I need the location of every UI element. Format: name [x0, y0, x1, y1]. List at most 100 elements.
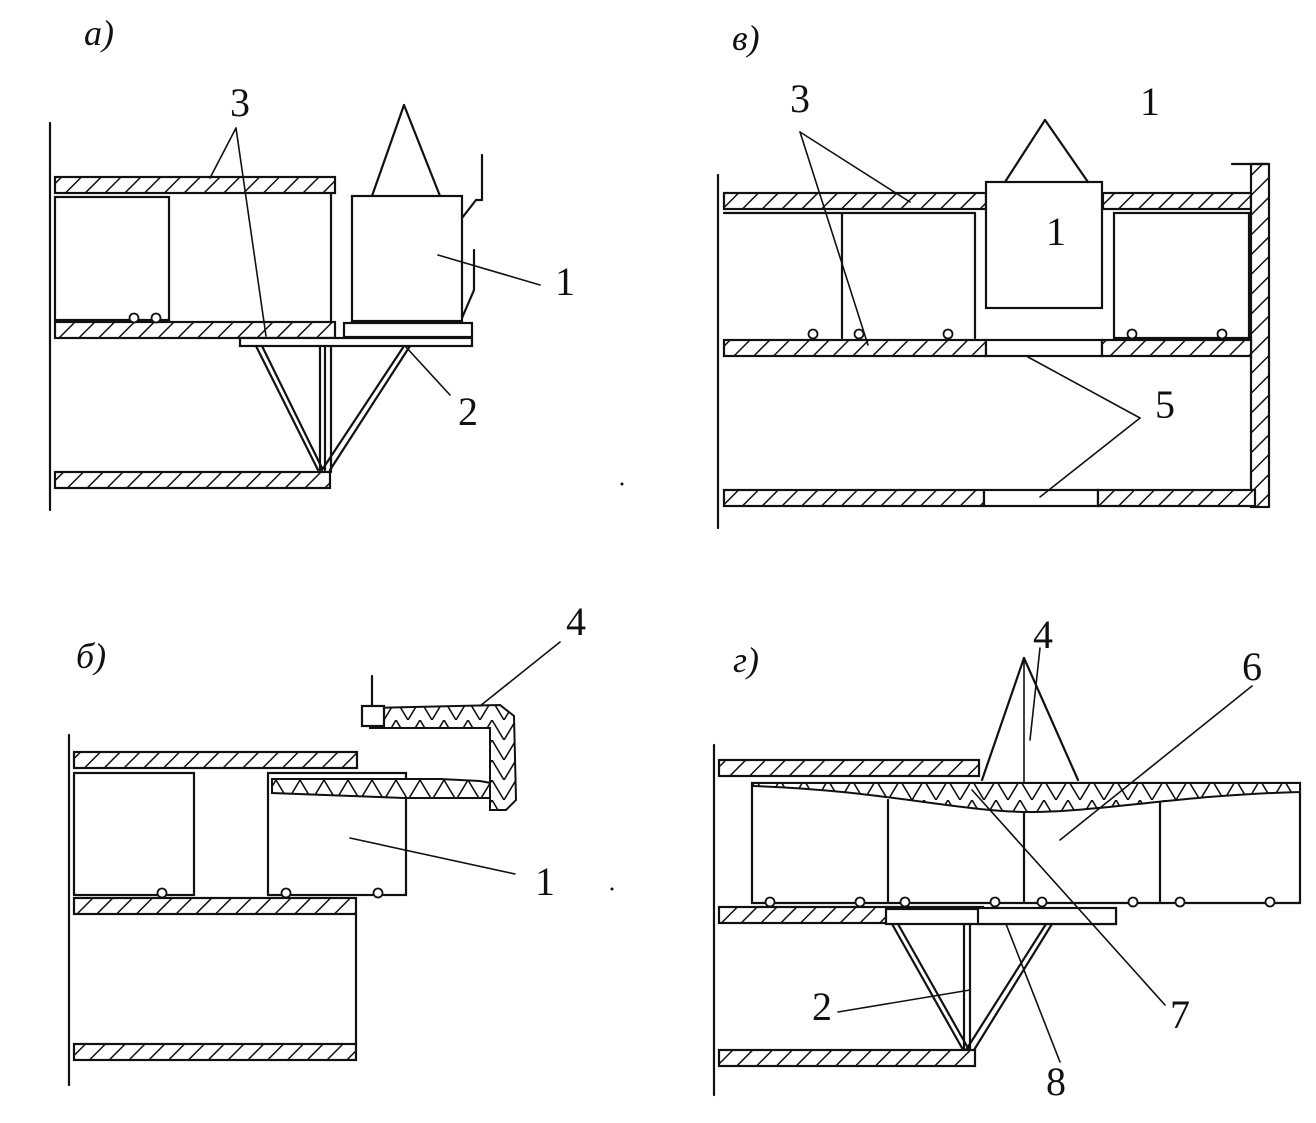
- panel-g: г): [712, 612, 1302, 1104]
- cantilever-truss: [271, 778, 507, 799]
- panel-b: б) 1 4: [67, 599, 586, 1087]
- leader-line: [1027, 356, 1141, 419]
- brace: [260, 344, 324, 470]
- floor-slab-bottom-right: [1096, 488, 1257, 508]
- label-1-block: 1: [1046, 209, 1066, 254]
- label-1-top: 1: [1140, 79, 1160, 124]
- sling: [1022, 656, 1080, 782]
- roller: [1127, 896, 1139, 908]
- opening-insert: [982, 488, 1100, 508]
- subfigure-label-b: б): [76, 636, 106, 676]
- block-unit: [53, 195, 171, 322]
- leader-line: [209, 127, 237, 179]
- floor-slab-middle-right: [1100, 338, 1253, 358]
- label-3: 3: [230, 80, 250, 125]
- platform-plate: [342, 321, 474, 339]
- roller: [854, 896, 866, 908]
- sling: [370, 103, 406, 198]
- label-4: 4: [1033, 612, 1053, 657]
- brace: [896, 922, 970, 1050]
- roller: [156, 887, 168, 899]
- leader-line: [235, 127, 267, 337]
- block-unit: [1112, 211, 1251, 340]
- guide-bar: [460, 288, 476, 320]
- leader-line: [799, 131, 911, 203]
- leader-line: [799, 131, 869, 346]
- leader-line: [1059, 685, 1253, 841]
- leader-line: [971, 789, 1166, 1006]
- label-1: 1: [535, 859, 555, 904]
- opening-insert: [984, 338, 1104, 358]
- floor-slab-top-right: [1101, 191, 1253, 211]
- brace: [972, 922, 1054, 1052]
- floor-slab-top: [717, 758, 981, 778]
- leader-line: [437, 254, 541, 286]
- leader-line: [349, 837, 516, 875]
- leader-line: [1005, 923, 1061, 1063]
- leader-line: [837, 989, 971, 1013]
- roller: [128, 312, 140, 324]
- leader-line: [479, 641, 561, 707]
- floor-slab-top-left: [722, 191, 988, 211]
- roller: [1036, 896, 1048, 908]
- roller: [280, 887, 292, 899]
- floor-slab-middle: [53, 320, 337, 340]
- label-7: 7: [1170, 992, 1190, 1037]
- sling: [980, 656, 1026, 782]
- roller: [1126, 328, 1138, 340]
- roller: [853, 328, 865, 340]
- brace: [254, 344, 320, 472]
- label-1: 1: [555, 259, 575, 304]
- roller: [372, 887, 384, 899]
- roller: [807, 328, 819, 340]
- floor-slab-bottom-left: [722, 488, 986, 508]
- platform: [238, 336, 474, 348]
- brace: [328, 344, 412, 472]
- roller: [1174, 896, 1186, 908]
- roller: [1264, 896, 1276, 908]
- roller: [1216, 328, 1228, 340]
- floor-slab-bottom: [53, 470, 332, 490]
- sling: [1003, 118, 1047, 184]
- wall-right: [1249, 162, 1271, 509]
- platform-plate: [976, 906, 1118, 926]
- leader-line: [404, 345, 451, 396]
- floor-slab-middle-left: [722, 338, 988, 358]
- block-unit-1: [984, 180, 1104, 310]
- floor-slab-top: [72, 750, 359, 770]
- label-5: 5: [1155, 382, 1175, 427]
- roller: [764, 896, 776, 908]
- floor-slab-top: [53, 175, 337, 195]
- subfigure-label-a: а): [84, 13, 114, 53]
- roller: [150, 312, 162, 324]
- brace: [964, 922, 1048, 1052]
- label-8: 8: [1046, 1059, 1066, 1104]
- label-2: 2: [458, 389, 478, 434]
- speck: [610, 887, 614, 891]
- leader-line: [1039, 417, 1141, 498]
- floor-slab-middle: [72, 896, 358, 916]
- hook-block: [360, 704, 386, 728]
- label-6: 6: [1242, 644, 1262, 689]
- block-unit: [72, 771, 196, 897]
- roller: [942, 328, 954, 340]
- leader-line: [1029, 647, 1041, 741]
- roller: [989, 896, 1001, 908]
- guide-bar: [460, 153, 484, 220]
- sling: [402, 103, 442, 198]
- subfigure-label-g: г): [733, 640, 759, 680]
- cantilever-truss: [751, 782, 1301, 814]
- floor-slab-bottom: [717, 1048, 977, 1068]
- label-4: 4: [566, 599, 586, 644]
- floor-slab-bottom: [72, 1042, 358, 1062]
- speck: [620, 482, 624, 486]
- panel-v: в) 3 1 1 5: [716, 18, 1271, 530]
- sling: [1043, 118, 1090, 184]
- brace: [320, 344, 406, 472]
- block-unit-1: [350, 194, 464, 323]
- subfigure-label-v: в): [732, 18, 760, 58]
- brace: [890, 922, 964, 1050]
- roller: [899, 896, 911, 908]
- label-2: 2: [812, 984, 832, 1029]
